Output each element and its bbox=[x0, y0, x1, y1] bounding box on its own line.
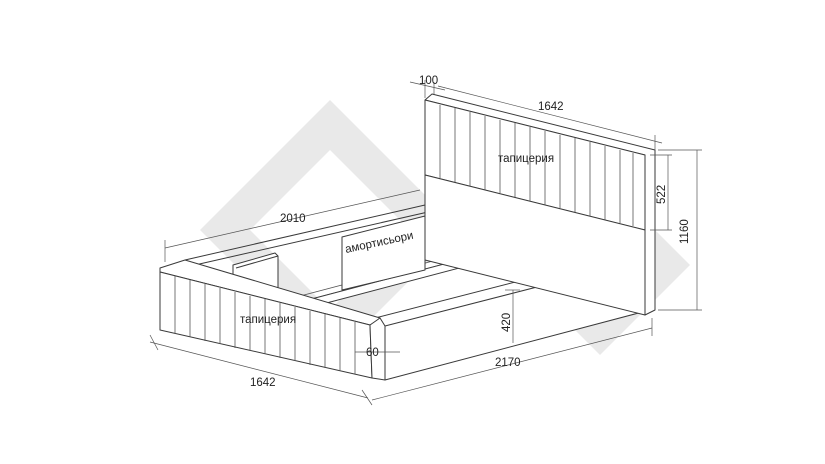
dimension-lines bbox=[149, 80, 702, 406]
dim-footboard-width: 1642 bbox=[250, 377, 276, 389]
dimension-labels: 100 1642 522 1160 2010 420 60 1642 2170 bbox=[250, 75, 691, 389]
dim-total-length: 2170 bbox=[495, 357, 521, 369]
dim-headboard-width: 1642 bbox=[538, 101, 564, 113]
dim-frame-height: 420 bbox=[501, 313, 513, 332]
dim-total-height: 1160 bbox=[679, 219, 691, 244]
footboard-end bbox=[369, 317, 386, 381]
headboard: тапицерия bbox=[424, 93, 656, 316]
dim-frame-length: 2010 bbox=[280, 213, 306, 225]
dim-headboard-panel-height: 522 bbox=[656, 185, 668, 204]
headboard-lower bbox=[424, 174, 646, 316]
dim-footboard-thickness: 60 bbox=[366, 347, 379, 359]
shock-absorber-board bbox=[341, 215, 426, 291]
dim-headboard-thickness: 100 bbox=[419, 75, 438, 87]
footboard: тапицерия bbox=[159, 259, 386, 381]
footboard-upholstery-label: тапицерия bbox=[240, 314, 296, 326]
headboard-upholstery-label: тапицерия bbox=[498, 153, 554, 165]
